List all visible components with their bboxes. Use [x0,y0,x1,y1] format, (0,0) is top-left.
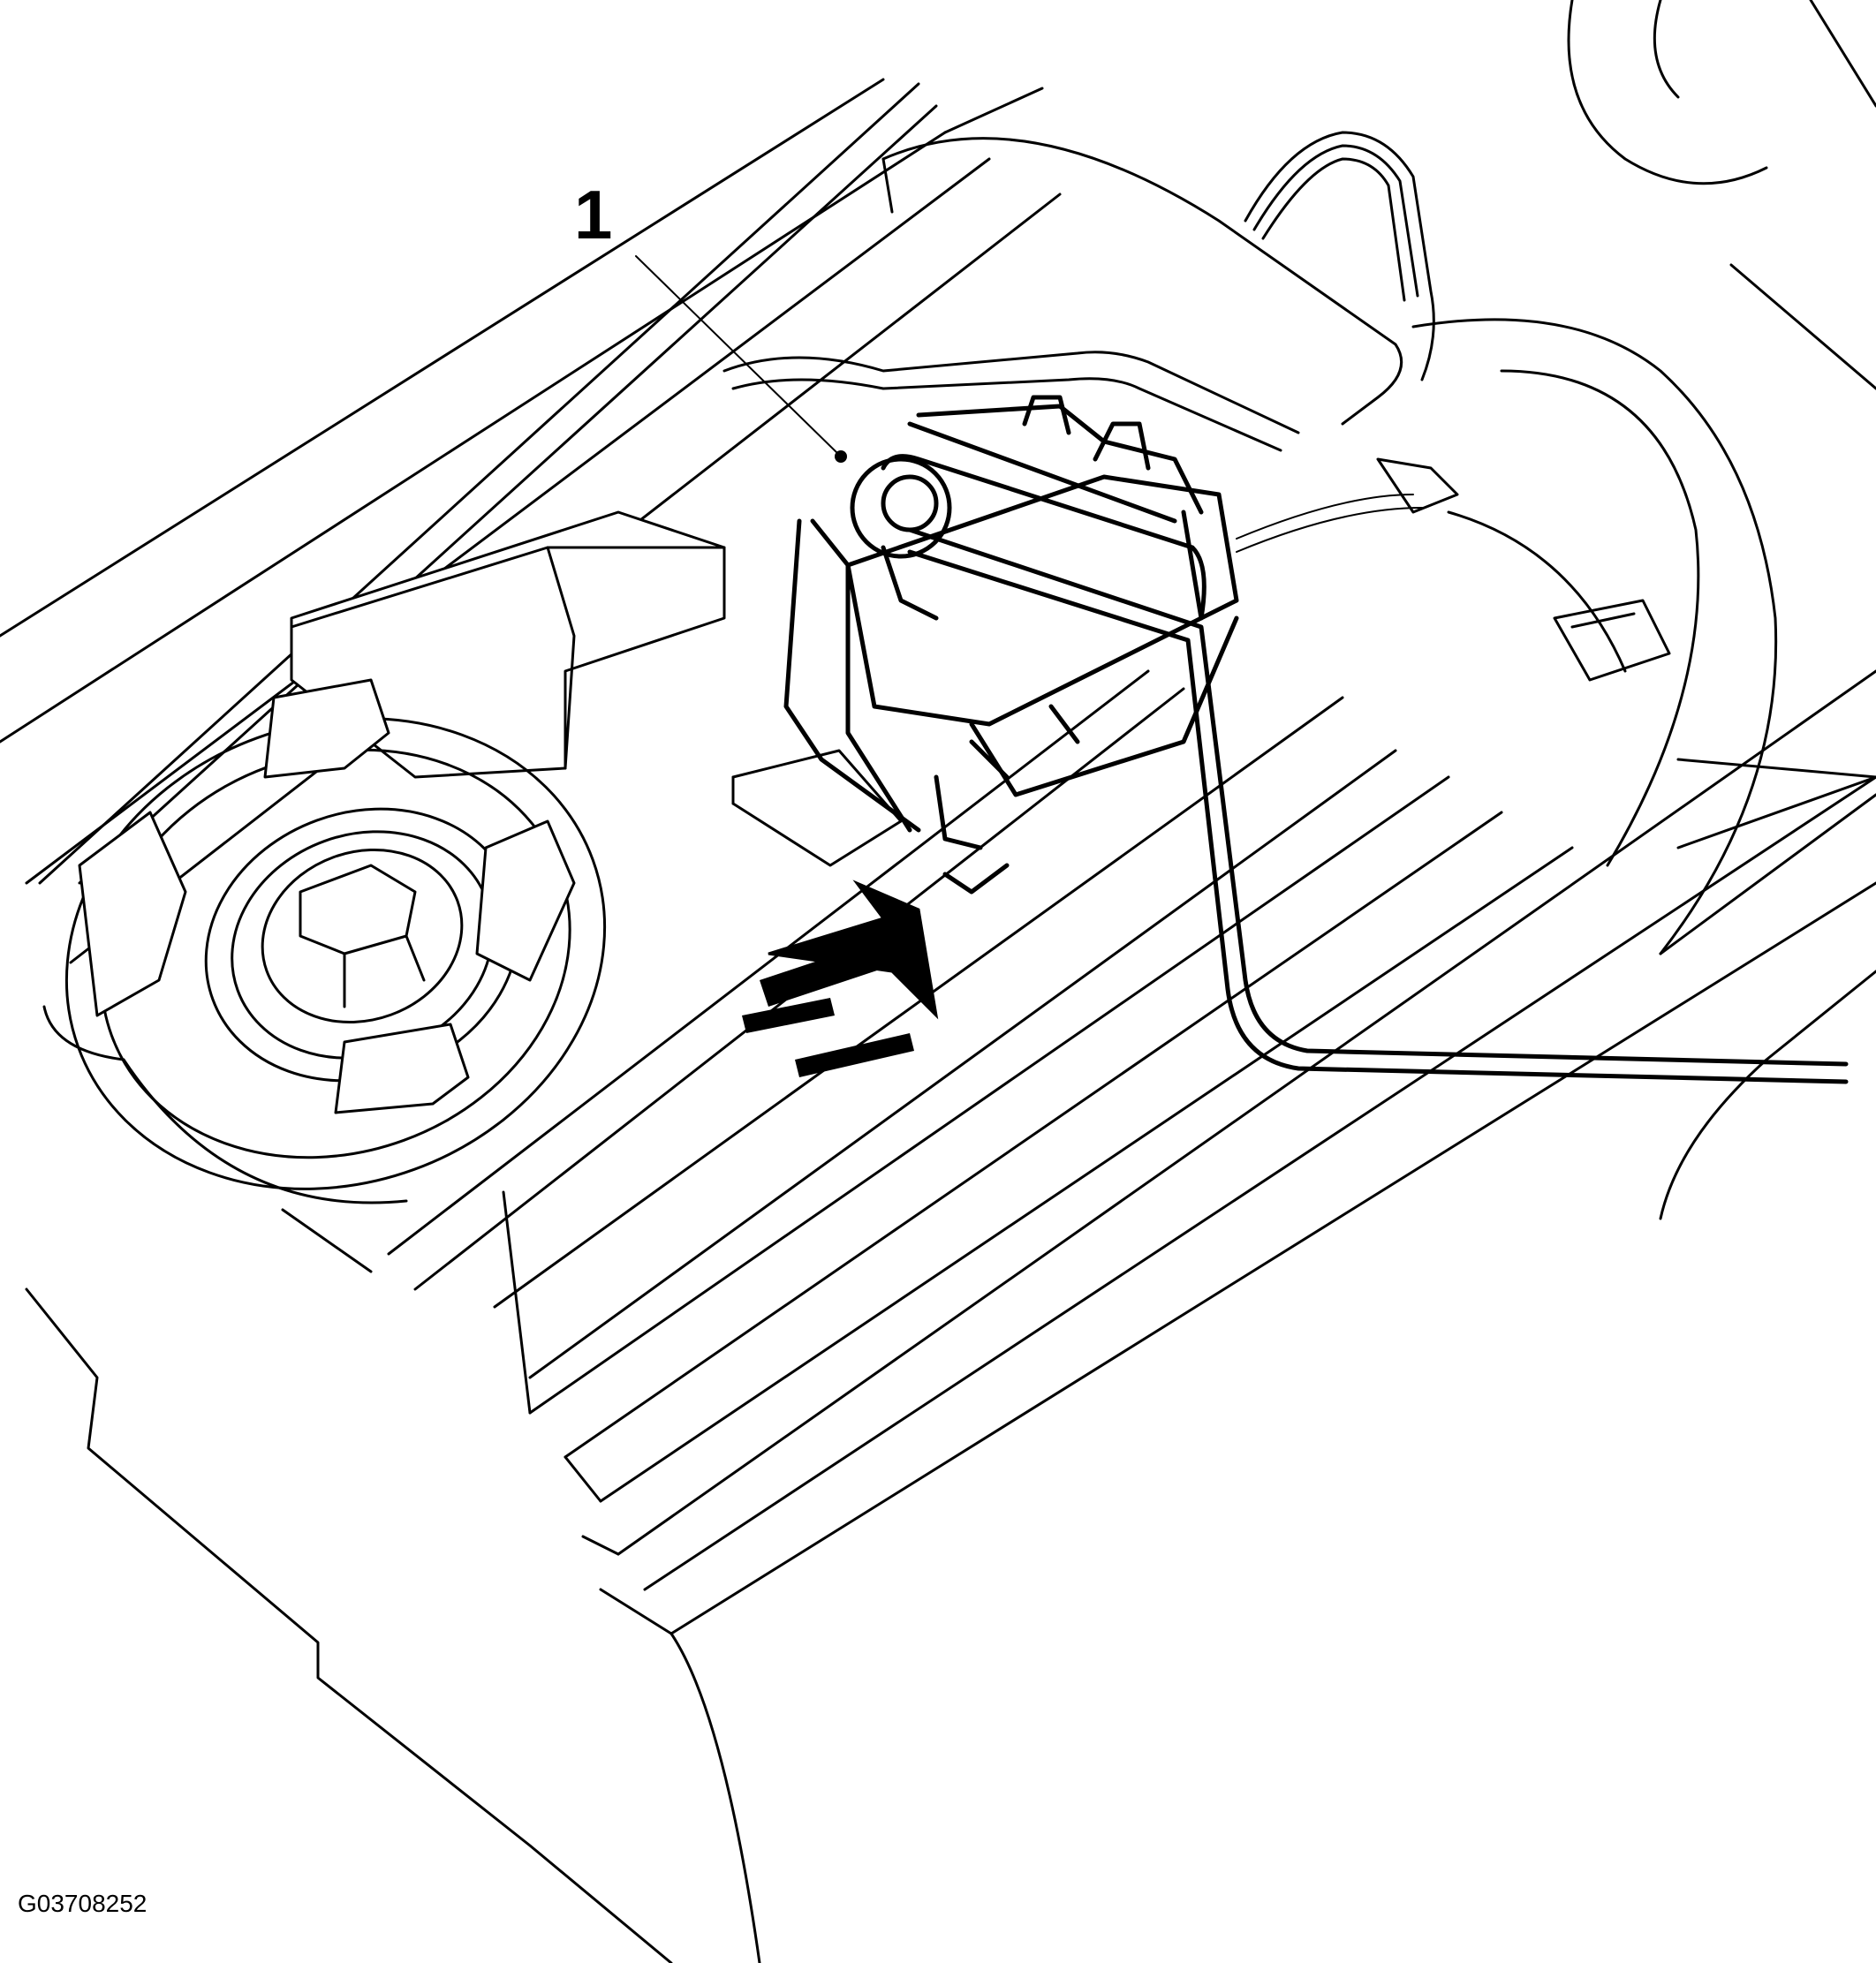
callout-dot [835,450,847,463]
callout-leader-line [635,255,840,456]
figure-id: G03708252 [18,1890,147,1917]
tank-body-bottom [25,970,1876,1963]
wire-harness [1236,131,1459,553]
callout-1: 1 [574,176,847,463]
pump-housing-top [722,137,1403,452]
tank-body-lower-lines [387,669,1876,1635]
callout-label: 1 [574,176,612,253]
fuel-level-sender-connector [783,395,1239,895]
connector-base-plate [731,749,903,867]
tank-body-right [1411,0,1876,955]
push-direction-arrow-icon [742,880,939,1077]
fuel-line-pipe [907,527,1849,1084]
pump-lock-ring [42,678,607,1273]
housing-side-tab [1553,599,1671,682]
